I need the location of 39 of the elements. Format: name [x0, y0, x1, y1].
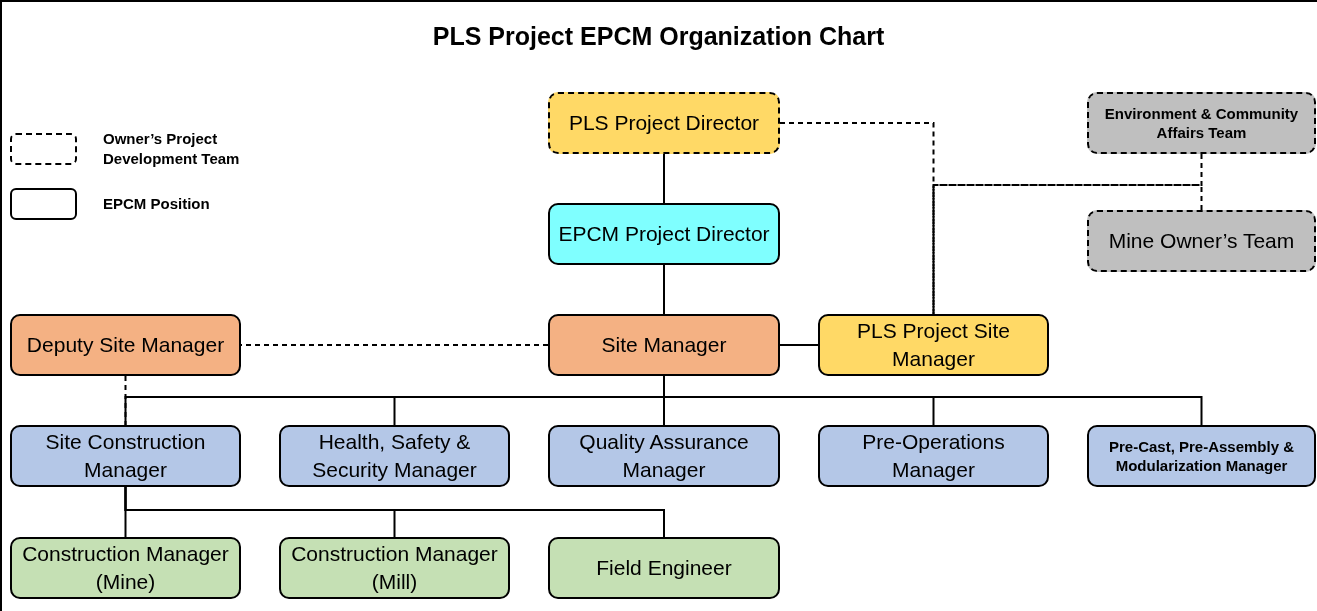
connector-line: [779, 344, 819, 346]
position-title: Quality Assurance Manager: [578, 429, 750, 483]
position-title: EPCM Project Director: [558, 221, 770, 247]
legend-label: Owner’s Project Development Team: [103, 129, 241, 169]
position-box: [279, 425, 510, 487]
position-box: [818, 425, 1049, 487]
position-box: [1087, 425, 1316, 487]
position-title: Construction Manager (Mine): [21, 541, 230, 595]
position-box: [548, 537, 780, 599]
position-title: Site Construction Manager: [44, 429, 207, 483]
position-title: PLS Project Director: [568, 110, 760, 136]
connector-line: [663, 264, 665, 315]
position-box: [10, 314, 241, 376]
position-box: [10, 425, 241, 487]
connector-line: [124, 486, 665, 538]
position-title: Health, Safety & Security Manager: [311, 429, 478, 483]
position-title: Pre-Cast, Pre-Assembly & Modularization Manager: [1107, 437, 1296, 475]
dashed-connector: [124, 375, 127, 426]
position-box: [548, 425, 780, 487]
position-box: [10, 537, 241, 599]
position-box: [548, 314, 780, 376]
position-title: Field Engineer: [596, 555, 732, 581]
position-title: PLS Project Site Manager: [856, 318, 1011, 372]
legend-label: EPCM Position: [103, 194, 211, 214]
chart-title: PLS Project EPCM Organization Chart: [431, 21, 886, 52]
position-title: Environment & Community Affairs Team: [1103, 104, 1300, 142]
position-title: Site Manager: [601, 332, 727, 358]
position-box: [279, 537, 510, 599]
connector-line: [663, 153, 665, 204]
position-box: [548, 203, 780, 265]
position-title: Pre-Operations Manager: [861, 429, 1006, 483]
position-title: Construction Manager (Mill): [290, 541, 499, 595]
dashed-position-box: [1087, 92, 1316, 154]
dashed-position-box: [1087, 210, 1316, 272]
position-box: [818, 314, 1049, 376]
dashed-position-box: [548, 92, 780, 154]
dashed-connector: [932, 153, 1203, 315]
position-title: Mine Owner’s Team: [1108, 228, 1295, 254]
position-title: Deputy Site Manager: [26, 332, 225, 358]
